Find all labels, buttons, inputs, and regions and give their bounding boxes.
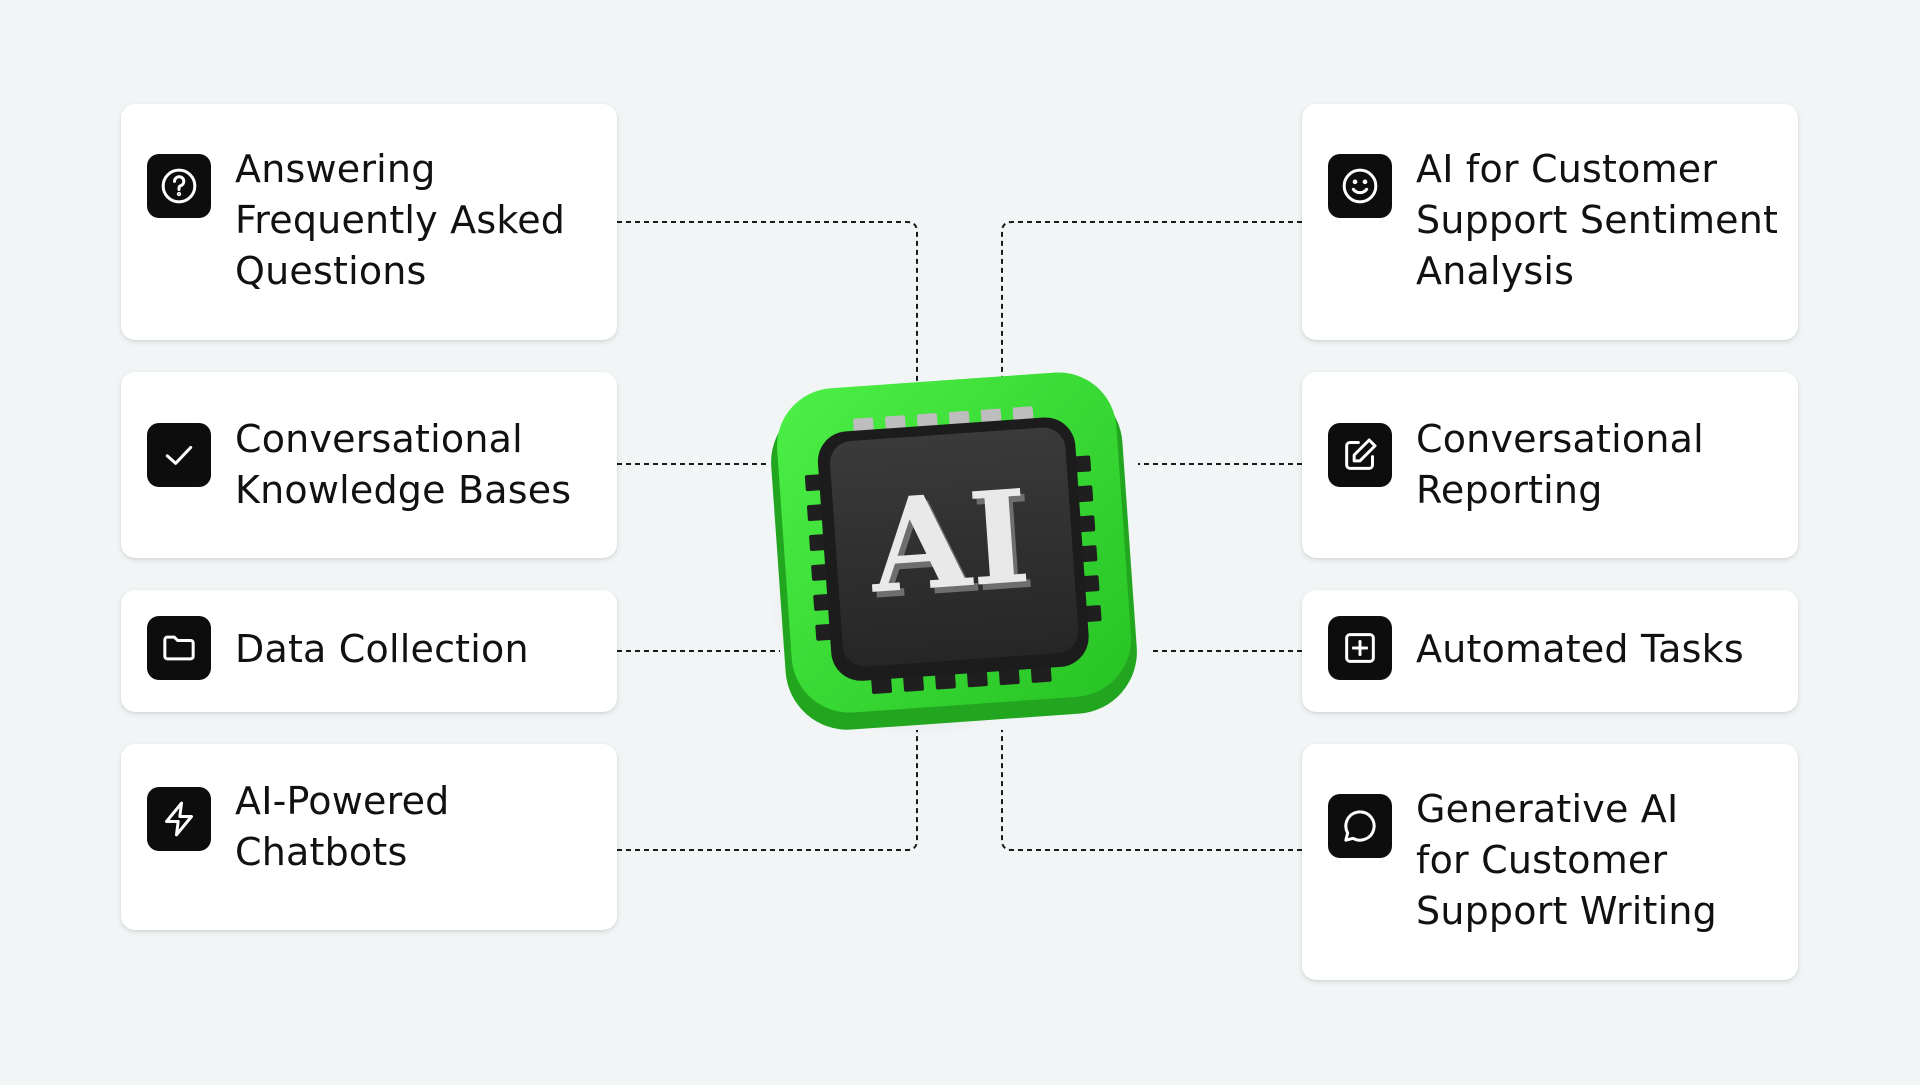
edit-icon — [1328, 423, 1392, 487]
plus-square-icon — [1328, 616, 1392, 680]
feature-card-generative-writing: Generative AI for Customer Support Writi… — [1302, 744, 1798, 980]
folder-icon — [147, 616, 211, 680]
feature-card-knowledge-bases: Conversational Knowledge Bases — [121, 372, 617, 558]
feature-card-automated-tasks: Automated Tasks — [1302, 590, 1798, 712]
feature-label: AI for Customer Support Sentiment Analys… — [1416, 147, 1779, 293]
chip-label: AI — [869, 468, 1039, 629]
ai-chip-icon: AI AI — [770, 372, 1137, 740]
feature-label: Data Collection — [235, 627, 529, 671]
connector-right-4 — [1001, 730, 1302, 851]
connector-right-1 — [1001, 221, 1302, 392]
feature-card-faq: Answering Frequently Asked Questions — [121, 104, 617, 340]
feature-card-chatbots: AI-Powered Chatbots — [121, 744, 617, 930]
question-circle-icon — [147, 154, 211, 218]
feature-label: Conversational Reporting — [1416, 417, 1704, 512]
feature-label: Generative AI for Customer Support Writi… — [1416, 787, 1718, 933]
check-icon — [147, 423, 211, 487]
smiley-icon — [1328, 154, 1392, 218]
feature-label: Answering Frequently Asked Questions — [235, 147, 566, 293]
feature-card-sentiment-analysis: AI for Customer Support Sentiment Analys… — [1302, 104, 1798, 340]
feature-label: Automated Tasks — [1416, 627, 1744, 671]
feature-card-data-collection: Data Collection — [121, 590, 617, 712]
chip-label-highlight: AI — [864, 462, 1034, 623]
feature-label: AI-Powered Chatbots — [235, 779, 450, 874]
feature-label: Conversational Knowledge Bases — [235, 417, 572, 512]
lightning-icon — [147, 787, 211, 851]
feature-card-reporting: Conversational Reporting — [1302, 372, 1798, 558]
connector-left-4 — [617, 730, 918, 851]
chat-bubble-icon — [1328, 794, 1392, 858]
connector-left-1 — [617, 221, 918, 392]
